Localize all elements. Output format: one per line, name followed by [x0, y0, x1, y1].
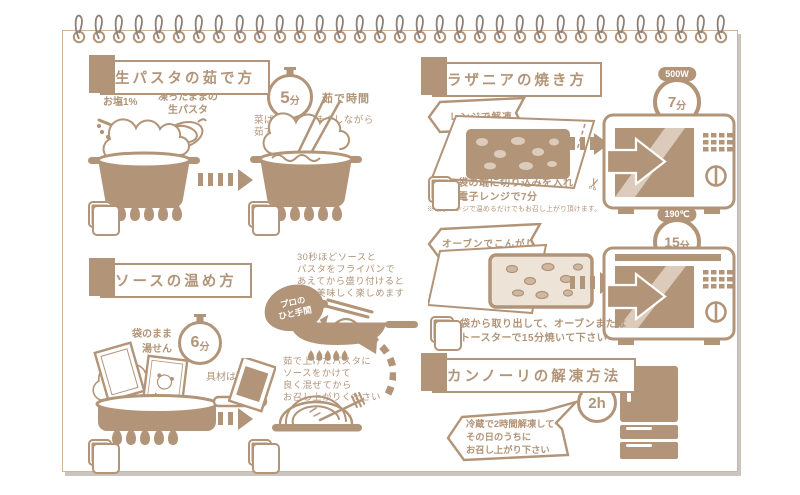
frozen-pasta-label: 凍ったままの 生パスタ	[158, 92, 218, 116]
lasagna-step-2-badge: 2	[430, 316, 462, 351]
spiral-ring-icon	[433, 14, 447, 44]
spiral-ring-icon	[72, 14, 86, 44]
spiral-ring-icon	[313, 14, 326, 44]
pasta-step-1-badge: 1	[88, 201, 120, 236]
spiral-ring-icon	[353, 14, 367, 44]
spiral-ring-icon	[373, 14, 387, 44]
spiral-ring-icon	[494, 14, 507, 44]
spiral-ring-icon	[273, 14, 286, 44]
spiral-ring-icon	[654, 14, 668, 44]
spiral-ring-icon	[132, 14, 146, 44]
lasagna-step-1-badge: 1	[428, 176, 460, 211]
spiral-ring-icon	[193, 14, 206, 44]
spiral-ring-icon	[413, 14, 427, 44]
spiral-ring-icon	[514, 14, 527, 44]
spiral-ring-icon	[634, 14, 647, 44]
temp-banner: 190℃	[657, 207, 697, 222]
microwave-icon	[602, 113, 736, 214]
spiral-ring-icon	[674, 14, 688, 44]
protip-note: 30秒ほどソースと パスタをフライパンで あえてから盛り付けると より美味しく楽…	[297, 252, 405, 299]
frying-pan-icon	[288, 298, 418, 361]
spiral-ring-icon	[554, 14, 567, 44]
lasagna-bag-tray-icon	[430, 114, 596, 190]
sauce-step-1-badge: 1	[88, 439, 120, 474]
spiral-ring-icon	[474, 14, 487, 44]
speech-bubble-icon	[446, 399, 580, 462]
lasagna-step-2-text: 袋から取り出して、オーブンまたは トースターで15分焼いて下さい	[460, 319, 627, 344]
lasagna-tray-out-icon	[428, 243, 594, 315]
flames-icon	[112, 427, 178, 445]
curved-dashed-arrow-icon	[356, 330, 396, 396]
salt-label: お塩1%	[103, 97, 138, 108]
dashed-arrow	[570, 276, 600, 289]
flames-icon	[276, 203, 342, 221]
flames-icon	[116, 203, 182, 221]
serve-note: 茹で上げたパスタに ソースをかけて 良く混ぜてから お召し上がりください	[283, 356, 381, 403]
spiral-ring-icon	[153, 14, 166, 44]
spiral-ring-icon	[694, 14, 708, 44]
spiral-ring-icon	[92, 14, 106, 44]
lasagna-step-1-text: 袋の端に切り込みを入れ 電子レンジで7分	[458, 178, 574, 203]
spiral-ring-icon	[614, 14, 627, 44]
steam-icon	[102, 118, 190, 161]
spiral-ring-icon	[112, 14, 126, 44]
stock-pot-icon	[88, 151, 200, 209]
pasta-plate-icon	[272, 392, 366, 432]
lasagna-step-1-note: ※電子レンジで温めるだけでもお召し上がり頂けます。	[427, 206, 602, 213]
dashed-arrow	[560, 137, 594, 150]
boil-time-caption: 茹で時間	[322, 93, 370, 105]
cannoli-section-title: カンノーリの解凍方法	[420, 353, 637, 393]
sauce-step-2-badge: 2	[248, 439, 280, 474]
spiral-ring-icon	[253, 14, 266, 44]
spiral-ring-icon	[213, 14, 226, 44]
sauce-section-title: ソースの温め方	[89, 258, 252, 298]
oven-icon	[602, 246, 736, 345]
spiral-ring-icon	[173, 14, 186, 44]
spiral-ring-icon	[293, 14, 306, 44]
pasta-section-title: 生パスタの茹で方	[89, 55, 270, 95]
cannoli-note-bubble: 冷蔵で2時間解凍して その日のうちに お召し上がり下さい	[444, 399, 580, 463]
dashed-arrow	[198, 173, 238, 186]
pasta-step-2-badge: 2	[248, 201, 280, 236]
spiral-ring-icon	[714, 14, 728, 44]
bag-method-label: 袋のまま 湯せん	[132, 329, 172, 355]
sauce-pouch-icon	[228, 358, 276, 413]
spiral-ring-icon	[574, 14, 587, 44]
boiling-pot-chopsticks-icon	[250, 93, 362, 208]
spiral-ring-icon	[594, 14, 607, 44]
spiral-ring-icon	[233, 14, 246, 44]
watt-banner: 500W	[658, 67, 696, 81]
spiral-ring-icon	[453, 14, 467, 44]
dashed-arrow	[198, 412, 238, 425]
spiral-binding	[72, 10, 728, 46]
spiral-ring-icon	[534, 14, 547, 44]
spiral-ring-icon	[333, 14, 347, 44]
spiral-ring-icon	[393, 14, 407, 44]
lasagna-section-title: ラザニアの焼き方	[421, 57, 602, 97]
